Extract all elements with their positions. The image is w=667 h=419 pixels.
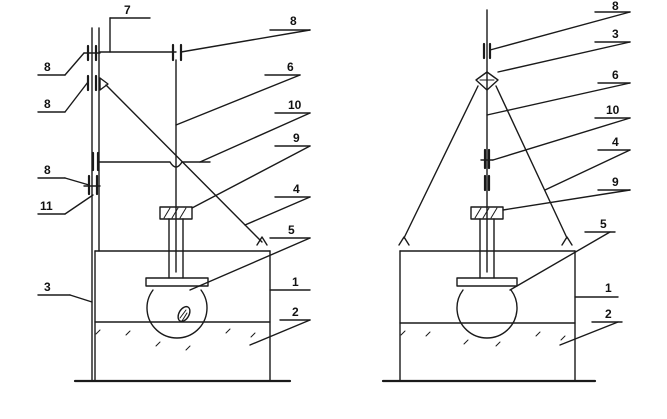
label-11: 11 [40, 199, 53, 213]
left-cable-hook-icon [256, 236, 268, 246]
label-8-top: 8 [44, 60, 51, 74]
left-view: 7 8 8 6 8 10 9 8 11 4 5 3 1 [37, 3, 311, 383]
label-2-right: 2 [605, 307, 612, 321]
label-6: 6 [287, 60, 294, 74]
left-plate [145, 277, 209, 287]
label-5: 5 [288, 223, 295, 237]
right-pulley-icon [475, 71, 499, 91]
label-8-pulley: 8 [44, 97, 51, 111]
label-8-arm: 8 [290, 14, 297, 28]
left-clamp-mid [91, 151, 100, 172]
label-6-right: 6 [612, 68, 619, 82]
left-pulley-icon [99, 77, 109, 91]
right-clamp-top [482, 42, 492, 60]
right-cable-left [403, 85, 479, 239]
right-holder-hatching [474, 207, 498, 219]
right-hook-left-icon [398, 236, 410, 246]
label-10: 10 [288, 98, 302, 112]
left-clamp-pulley [86, 74, 109, 92]
label-5-right: 5 [600, 217, 607, 231]
label-9-right: 9 [612, 175, 619, 189]
left-holder-hatching [163, 207, 187, 219]
left-side-arm [98, 161, 211, 168]
label-3: 3 [44, 280, 51, 294]
label-3-right: 3 [612, 27, 619, 41]
label-1: 1 [292, 275, 299, 289]
label-2: 2 [292, 305, 299, 319]
left-cable [105, 84, 263, 243]
left-sphere [146, 289, 208, 339]
label-8-low: 8 [44, 163, 51, 177]
label-7: 7 [124, 3, 131, 17]
label-4: 4 [293, 182, 300, 196]
right-plate [456, 277, 518, 287]
right-view: 8 3 6 10 4 9 5 1 2 [381, 0, 631, 383]
label-4-right: 4 [612, 135, 619, 149]
left-liquid-hatching [95, 328, 256, 351]
right-hook-right-icon [561, 236, 573, 246]
label-10-right: 10 [606, 103, 620, 117]
right-holder-block [470, 206, 504, 220]
right-clamp-mid [480, 148, 494, 192]
label-9: 9 [293, 131, 300, 145]
right-liquid-hatching [400, 330, 566, 347]
left-clamp-top [83, 44, 101, 62]
left-holder-block [159, 206, 193, 220]
left-sphere-window [177, 305, 191, 323]
right-sphere [456, 289, 518, 339]
left-labels: 7 8 8 6 8 10 9 8 11 4 5 3 1 [37, 3, 311, 346]
label-8-right: 8 [612, 0, 619, 13]
right-cable-right [495, 85, 568, 239]
right-labels: 8 3 6 10 4 9 5 1 2 [486, 0, 631, 346]
label-1-right: 1 [605, 281, 612, 295]
